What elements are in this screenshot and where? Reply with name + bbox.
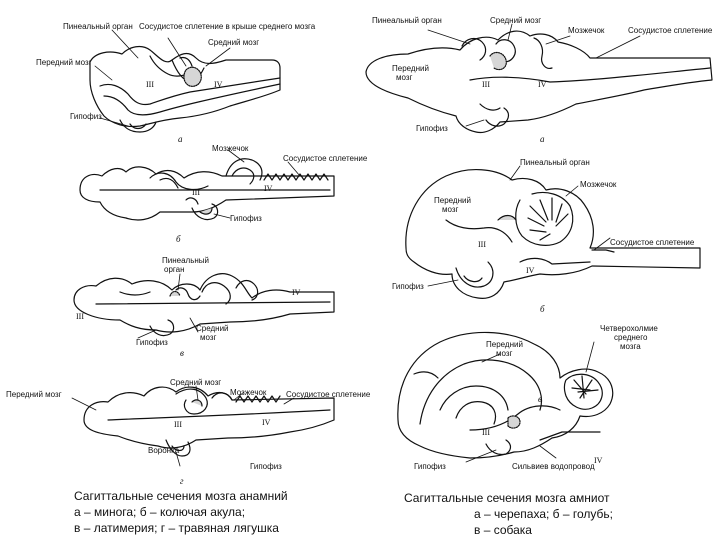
label-ventricle-4: IV bbox=[264, 184, 272, 193]
caption-anamnia-title: Сагиттальные сечения мозга анамний bbox=[74, 488, 288, 504]
label-ventricle-3: III bbox=[482, 80, 490, 89]
label-forebrain-line1: Передний bbox=[486, 340, 523, 349]
label-hypophysis: Гипофиз bbox=[230, 214, 262, 223]
label-choroid-plexus: Сосудистое сплетение bbox=[628, 26, 712, 35]
subfigure-letter-b: б bbox=[176, 234, 181, 244]
label-quadrigeminal-line1: Четверохолмие bbox=[600, 324, 658, 333]
label-forebrain: Передний мозг bbox=[36, 58, 92, 67]
caption-anamnia-line1: а – минога; б – колючая акула; bbox=[74, 504, 288, 520]
label-ventricle-3: III bbox=[192, 188, 200, 197]
label-forebrain-line2: мозг bbox=[396, 73, 412, 82]
label-midbrain: Средний мозг bbox=[170, 378, 221, 387]
label-choroid-plexus: Сосудистое сплетение bbox=[286, 390, 370, 399]
subfigure-letter-a: а bbox=[540, 134, 545, 144]
label-quadrigeminal-line2: среднего bbox=[614, 333, 647, 342]
label-pineal-organ-line1: Пинеальный bbox=[162, 256, 209, 265]
caption-anamnia: Сагиттальные сечения мозга анамний а – м… bbox=[74, 488, 288, 536]
label-ventricle-4: IV bbox=[292, 288, 300, 297]
label-midbrain-line2: мозг bbox=[200, 333, 216, 342]
label-ventricle-4: IV bbox=[214, 80, 222, 89]
label-forebrain-line2: мозг bbox=[496, 349, 512, 358]
caption-amniota-title: Сагиттальные сечения мозга амниот bbox=[404, 490, 613, 506]
label-forebrain-line1: Передний bbox=[392, 64, 429, 73]
label-midbrain: Средний мозг bbox=[490, 16, 541, 25]
right-b-pigeon-section bbox=[406, 166, 700, 298]
label-ventricle-3: III bbox=[76, 312, 84, 321]
label-hypophysis: Гипофиз bbox=[136, 338, 168, 347]
subfigure-letter-g: г bbox=[180, 476, 184, 486]
label-ventricle-3: III bbox=[482, 428, 490, 437]
caption-amniota-line2: в – собака bbox=[404, 522, 613, 538]
label-quadrigeminal-line3: мозга bbox=[620, 342, 641, 351]
label-ventricle-3: III bbox=[478, 240, 486, 249]
label-ventricle-4: IV bbox=[594, 456, 602, 465]
label-pineal-organ-line2: орган bbox=[164, 265, 185, 274]
label-hypophysis: Гипофиз bbox=[414, 462, 446, 471]
label-pineal-organ: Пинеальный орган bbox=[520, 158, 590, 167]
label-hypophysis: Гипофиз bbox=[70, 112, 102, 121]
label-ventricle-4: IV bbox=[262, 418, 270, 427]
label-hypophysis: Гипофиз bbox=[392, 282, 424, 291]
label-forebrain: Передний мозг bbox=[6, 390, 62, 399]
caption-amniota: Сагиттальные сечения мозга амниот а – че… bbox=[404, 490, 613, 538]
label-choroid-plexus: Сосудистое сплетение bbox=[283, 154, 367, 163]
label-midbrain: Средний мозг bbox=[208, 38, 259, 47]
label-cerebellum: Мозжечок bbox=[580, 180, 616, 189]
label-cerebellum: Мозжечок bbox=[568, 26, 604, 35]
label-forebrain-line2: мозг bbox=[442, 205, 458, 214]
label-ventricle-3: III bbox=[146, 80, 154, 89]
label-cerebellum: Мозжечок bbox=[230, 388, 266, 397]
label-choroid-plexus: Сосудистое сплетение bbox=[610, 238, 694, 247]
subfigure-letter-a: а bbox=[178, 134, 183, 144]
label-cerebral-aqueduct: Сильвиев водопровод bbox=[512, 462, 595, 471]
subfigure-letter-b: б bbox=[540, 304, 545, 314]
label-midbrain-line1: Средний bbox=[196, 324, 229, 333]
subfigure-letter-v: в bbox=[538, 394, 542, 404]
label-ventricle-3: III bbox=[174, 420, 182, 429]
label-pineal-organ: Пинеальный орган bbox=[63, 22, 133, 31]
subfigure-letter-v: в bbox=[180, 348, 184, 358]
label-pineal-organ: Пинеальный орган bbox=[372, 16, 442, 25]
label-forebrain-line1: Передний bbox=[434, 196, 471, 205]
label-cerebellum: Мозжечок bbox=[212, 144, 248, 153]
label-ventricle-4: IV bbox=[538, 80, 546, 89]
caption-anamnia-line2: в – латимерия; г – травяная лягушка bbox=[74, 520, 288, 536]
label-choroid-plexus-midbrain-roof: Сосудистое сплетение в крыше среднего мо… bbox=[139, 22, 315, 31]
caption-amniota-line1: а – черепаха; б – голубь; bbox=[404, 506, 613, 522]
label-ventricle-4: IV bbox=[526, 266, 534, 275]
label-hypophysis: Гипофиз bbox=[250, 462, 282, 471]
right-a-turtle-section bbox=[366, 24, 712, 133]
label-hypophysis: Гипофиз bbox=[416, 124, 448, 133]
label-infundibulum: Воронка bbox=[148, 446, 179, 455]
